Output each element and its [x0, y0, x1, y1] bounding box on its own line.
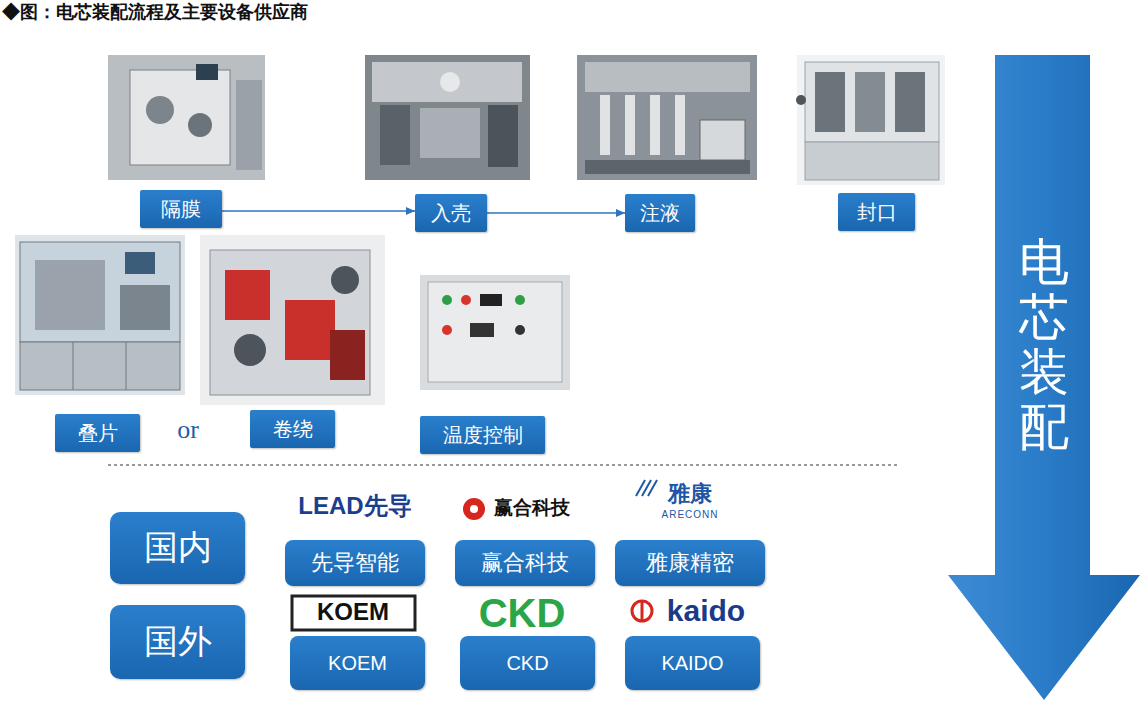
supplier-box: KOEM: [290, 636, 425, 690]
box-label: 雅康精密: [646, 550, 734, 575]
stage-label: 电芯装配: [1019, 235, 1069, 455]
box-label: 赢合科技: [481, 550, 569, 575]
logo-text: KOEM: [317, 599, 389, 625]
figure-title: ◆图：电芯装配流程及主要设备供应商: [2, 3, 308, 23]
supplier-box: 先导智能: [285, 540, 425, 586]
machine-photo: [200, 235, 385, 405]
logo-text: CKD: [479, 591, 566, 635]
machine-photo: [108, 55, 265, 180]
logo-icon: [463, 498, 485, 520]
machine-photo: [796, 55, 945, 185]
box-label: 先导智能: [311, 550, 399, 575]
box-label: 叠片: [78, 422, 118, 445]
process-box: 叠片: [55, 414, 140, 452]
box-label: 封口: [857, 201, 897, 224]
control-panel-photo: [420, 275, 570, 390]
box-label: 隔膜: [161, 198, 201, 221]
region-box: 国外: [110, 605, 245, 679]
arrow-outline: [948, 55, 1140, 700]
process-box: 卷绕: [250, 410, 335, 448]
process-box: 隔膜: [140, 190, 222, 228]
machine-photo: [15, 235, 185, 395]
stage-arrow: 电芯装配: [948, 55, 1140, 700]
logo-text: 赢合科技: [494, 498, 570, 519]
logo-text: 雅康: [668, 482, 712, 506]
box-label: 注液: [640, 202, 680, 225]
supplier-box: 雅康精密: [615, 540, 765, 586]
logo-icon: [632, 601, 652, 621]
logo-text: kaido: [667, 594, 745, 627]
process-box: 温度控制: [420, 416, 545, 454]
process-box: 封口: [838, 193, 915, 231]
or-label: or: [177, 416, 199, 445]
logo-subtext: ARECONN: [661, 509, 718, 520]
box-label: KOEM: [328, 652, 387, 675]
flow-arrow: [487, 212, 625, 214]
region-box: 国内: [110, 512, 245, 584]
logo-frame: [292, 596, 415, 630]
supplier-box: 赢合科技: [455, 540, 595, 586]
machine-photo: [577, 55, 757, 180]
supplier-box: KAIDO: [625, 636, 760, 690]
box-label: 卷绕: [273, 418, 313, 441]
flow-arrow: [222, 210, 415, 212]
box-label: CKD: [506, 652, 548, 675]
process-box: 入壳: [415, 194, 487, 232]
box-label: KAIDO: [661, 652, 723, 675]
dashed-divider: [108, 465, 900, 466]
process-box: 注液: [625, 194, 695, 232]
box-label: 国内: [144, 528, 212, 567]
logo-icon: [636, 480, 657, 496]
box-label: 国外: [144, 622, 212, 661]
logo-text: LEAD先导: [298, 493, 411, 519]
supplier-box: CKD: [460, 636, 595, 690]
box-label: 入壳: [431, 202, 471, 225]
machine-photo: [365, 55, 530, 180]
box-label: 温度控制: [443, 424, 523, 447]
